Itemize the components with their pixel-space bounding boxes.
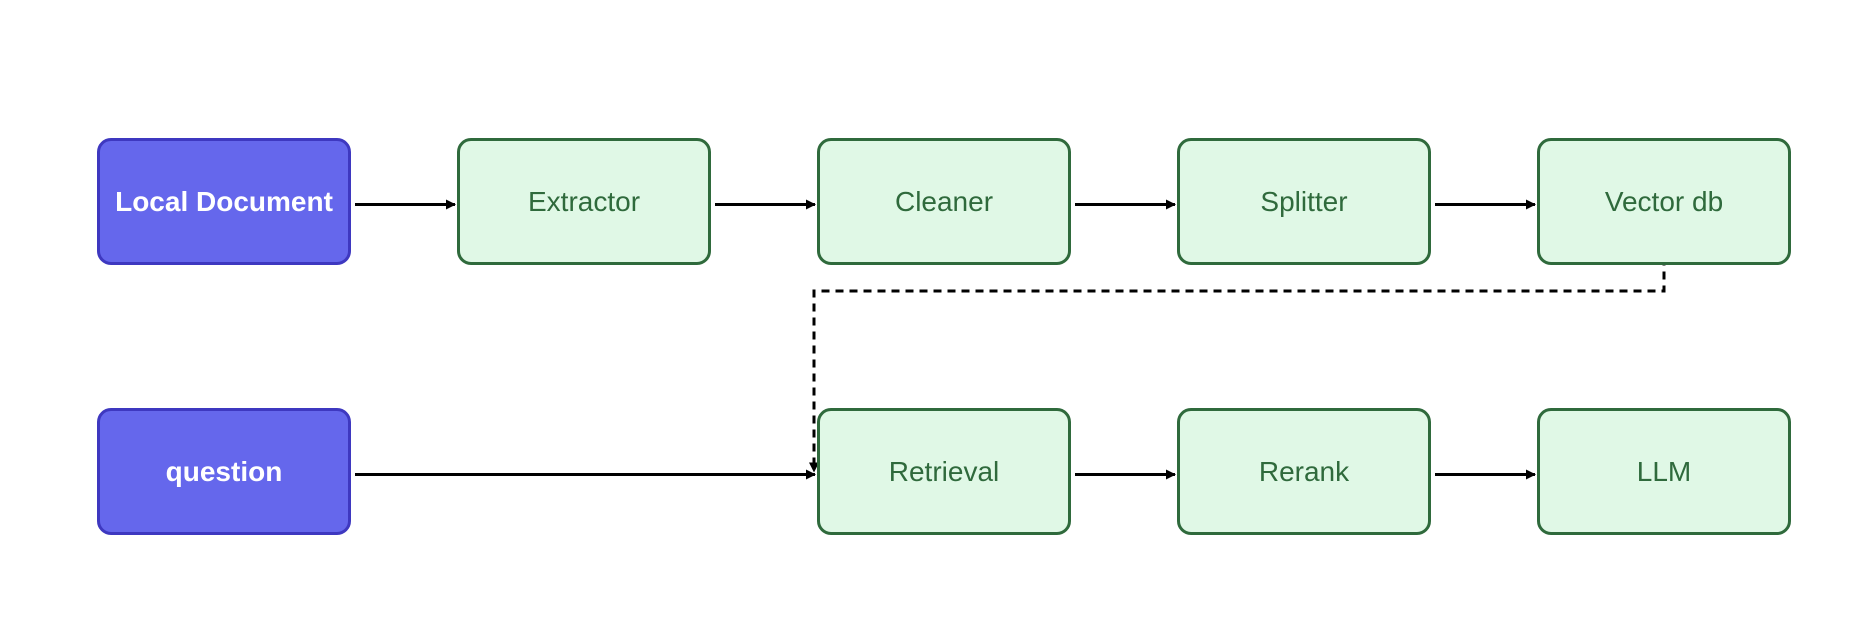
node-llm: LLM — [1537, 408, 1791, 535]
node-question: question — [97, 408, 351, 535]
node-splitter: Splitter — [1177, 138, 1431, 265]
node-label: Vector db — [1604, 185, 1724, 217]
node-cleaner: Cleaner — [817, 138, 1071, 265]
node-extractor: Extractor — [457, 138, 711, 265]
node-label: Retrieval — [888, 455, 1000, 487]
node-rerank: Rerank — [1177, 408, 1431, 535]
node-label: Local Document — [115, 185, 333, 217]
node-label: Extractor — [527, 185, 641, 217]
node-label: Cleaner — [894, 185, 994, 217]
node-local-document: Local Document — [97, 138, 351, 265]
node-retrieval: Retrieval — [817, 408, 1071, 535]
node-label: question — [165, 455, 283, 487]
node-label: Splitter — [1260, 185, 1348, 217]
node-vector-db: Vector db — [1537, 138, 1791, 265]
node-label: LLM — [1636, 455, 1692, 487]
node-label: Rerank — [1258, 455, 1350, 487]
